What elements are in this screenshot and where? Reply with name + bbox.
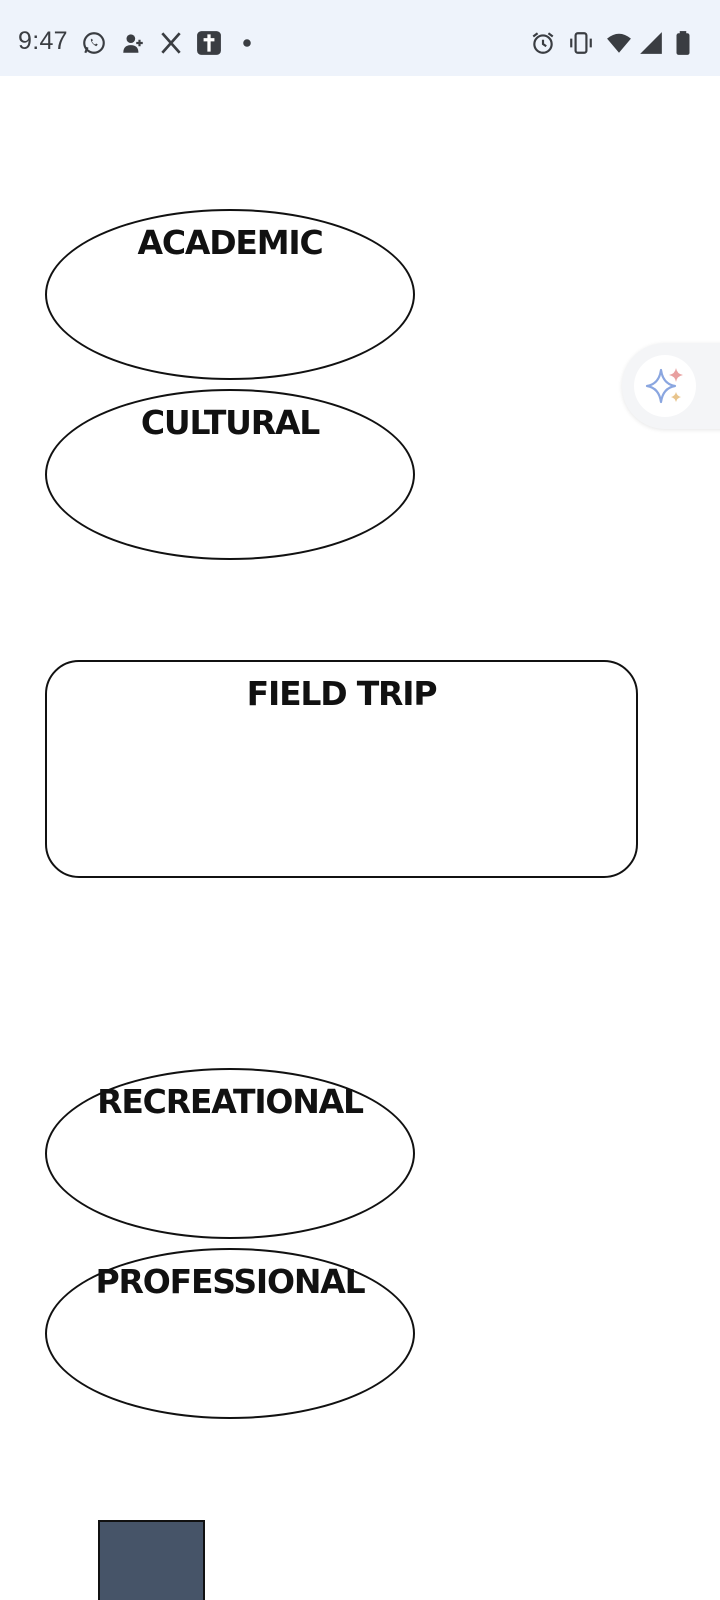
shape-label: CULTURAL	[140, 403, 320, 442]
shape-label: FIELD TRIP	[246, 674, 438, 713]
x-logo-icon	[158, 30, 184, 56]
bottom-block[interactable]	[98, 1520, 205, 1600]
box-field-trip[interactable]: FIELD TRIP	[45, 660, 638, 878]
shape-label: PROFESSIONAL	[95, 1262, 366, 1301]
status-time: 9:47	[18, 27, 68, 55]
person-add-icon	[120, 30, 146, 56]
status-bar: 9:47	[0, 0, 720, 76]
notification-dot-icon	[234, 30, 260, 56]
cell-signal-icon	[638, 30, 664, 56]
ellipse-professional[interactable]: PROFESSIONAL	[45, 1248, 415, 1419]
alarm-icon	[530, 30, 556, 56]
ellipse-academic[interactable]: ACADEMIC	[45, 209, 415, 380]
whatsapp-icon	[81, 30, 107, 56]
ellipse-recreational[interactable]: RECREATIONAL	[45, 1068, 415, 1239]
battery-icon	[670, 30, 696, 56]
wifi-icon	[606, 30, 632, 56]
assistant-button[interactable]	[634, 355, 696, 417]
ellipse-cultural[interactable]: CULTURAL	[45, 389, 415, 560]
cross-app-icon	[196, 30, 222, 56]
shape-label: ACADEMIC	[137, 223, 324, 262]
sparkle-icon	[645, 368, 683, 404]
vibrate-icon	[568, 30, 594, 56]
shape-label: RECREATIONAL	[97, 1082, 364, 1121]
